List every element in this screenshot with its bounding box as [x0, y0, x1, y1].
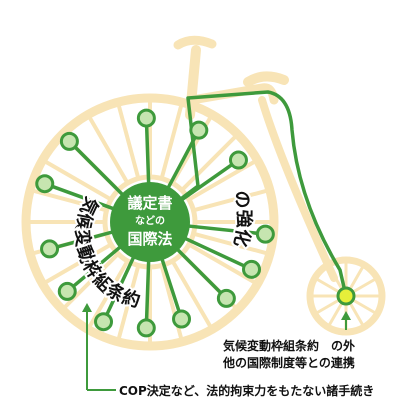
spoke: [42, 159, 114, 202]
green-spoke: [144, 260, 151, 330]
hub-line3: 国際法: [127, 230, 172, 248]
spoke: [159, 102, 184, 181]
green-spoke: [176, 248, 229, 301]
green-node: [94, 312, 114, 332]
bottom-caption: COP決定など、法的拘束力をもたない諸手続き: [119, 383, 374, 398]
spoke: [186, 159, 258, 202]
spoke: [191, 188, 270, 213]
spoke: [116, 263, 141, 342]
rear-spoke: [328, 265, 344, 291]
green-spoke: [184, 237, 254, 272]
green-node: [40, 239, 60, 259]
green-spoke: [144, 116, 151, 184]
rear-wheel-node: [336, 286, 356, 306]
hub-line2: などの: [135, 214, 165, 227]
green-node: [57, 281, 77, 301]
green-spoke: [67, 139, 124, 196]
spoke: [191, 231, 270, 256]
spoke: [87, 114, 130, 186]
rear-spoke: [348, 301, 364, 327]
rear-spoke: [351, 298, 377, 314]
rear-spoke: [351, 278, 377, 294]
green-connector-line: [148, 90, 348, 297]
spoke: [61, 251, 121, 311]
spoke: [179, 133, 239, 193]
hub-line1: 議定書: [127, 194, 172, 212]
green-node: [255, 224, 275, 244]
rear-caption-line2: 他の国際制度等との連携: [222, 355, 355, 370]
green-node: [136, 318, 156, 338]
spoke: [30, 188, 109, 213]
spoke: [159, 263, 184, 342]
green-node: [35, 174, 55, 194]
green-spoke: [65, 245, 122, 294]
arrow-rear-caption: [341, 311, 351, 330]
spoke: [87, 258, 130, 330]
green-nodes: [35, 108, 275, 338]
green-spokes: [43, 116, 268, 330]
rear-wheel: [306, 256, 386, 336]
green-node: [59, 131, 79, 151]
rear-caption-line1: 気候変動枠組条約 の外: [223, 338, 355, 353]
rear-spoke: [328, 301, 344, 327]
spoke: [42, 242, 114, 285]
spoke: [186, 242, 258, 285]
green-spoke: [181, 158, 241, 201]
green-spoke: [160, 258, 184, 321]
green-node: [172, 309, 192, 329]
green-node: [228, 150, 248, 170]
green-spoke: [47, 230, 114, 251]
green-spoke: [101, 256, 135, 324]
arrow-bottom-caption: [82, 303, 116, 391]
spoke: [170, 258, 213, 330]
rear-spoke: [315, 298, 341, 314]
arc-label-right: の強化: [229, 189, 255, 249]
rear-spoke: [315, 278, 341, 294]
hub-circle: 議定書 などの 国際法: [110, 182, 190, 262]
spoke: [116, 102, 141, 181]
green-spoke: [188, 224, 268, 236]
green-node: [136, 108, 156, 128]
green-node: [189, 120, 209, 140]
green-node: [242, 259, 262, 279]
green-spoke: [43, 181, 115, 211]
rear-spoke: [348, 265, 364, 291]
green-spoke: [167, 128, 201, 189]
green-node: [216, 288, 236, 308]
